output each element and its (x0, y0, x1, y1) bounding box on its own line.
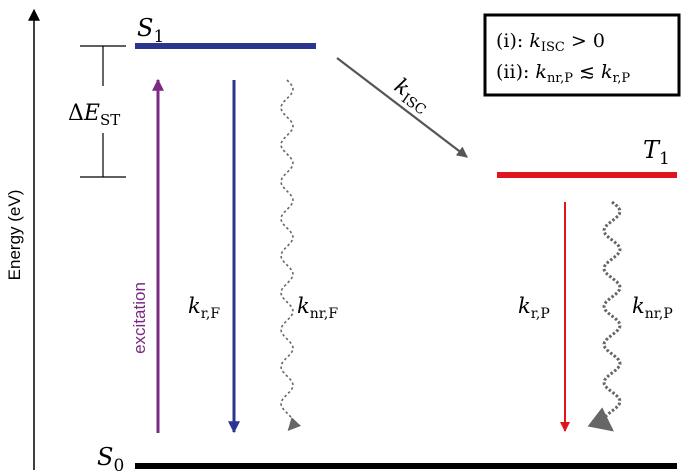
knrp-wavy-arrow (587, 200, 622, 432)
knrf-wavy-arrow (280, 79, 302, 431)
delta-est-label: ΔEST (68, 101, 120, 129)
s1-label: S1 (137, 14, 164, 47)
t1-label: T1 (643, 136, 670, 169)
conditions-box (483, 13, 681, 97)
delta-est-bracket (80, 45, 126, 178)
kisc-arrow (336, 57, 468, 158)
condition-line-1: (i): kISC > 0 (496, 30, 605, 55)
krf-label: kr,F (188, 294, 220, 322)
krp-label: kr,P (518, 294, 550, 322)
condition-line-2: (ii): knr,P ≲ kr,P (496, 61, 630, 86)
s0-label: S0 (97, 443, 124, 475)
kisc-label: kISC (388, 73, 436, 118)
knrp-label: knr,P (632, 294, 673, 322)
excitation-label: excitation (130, 282, 149, 354)
knrf-label: knr,F (297, 294, 338, 322)
energy-axis-label: Energy (eV) (5, 190, 24, 281)
